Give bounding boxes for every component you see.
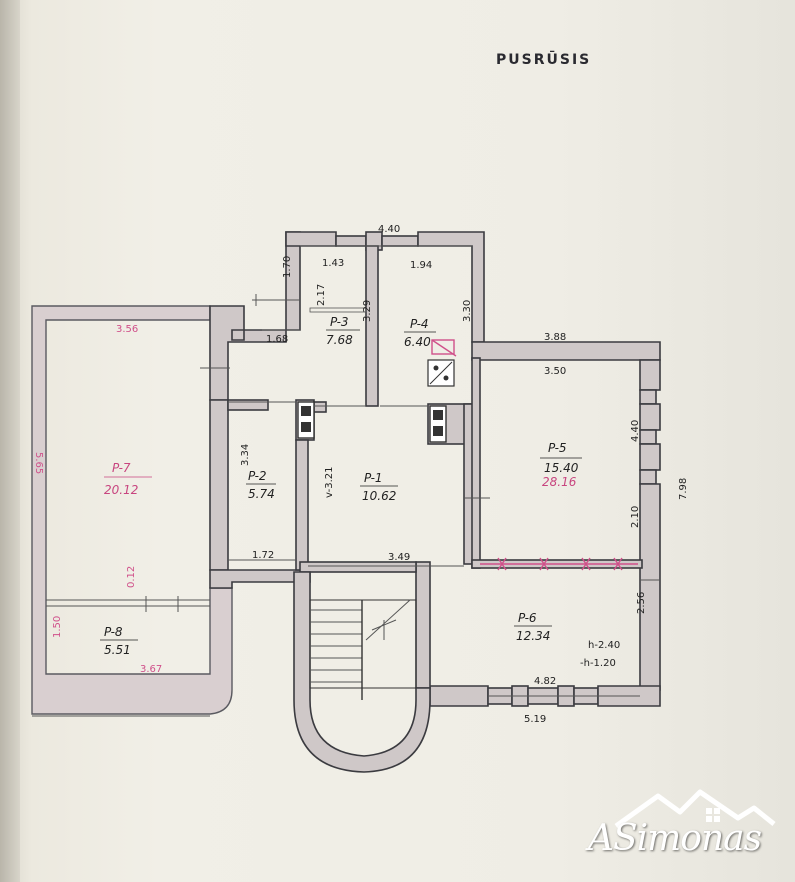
dim-3-67: 3.67 <box>140 664 162 675</box>
dim-1-94: 1.94 <box>410 260 432 271</box>
room-p6-area: 12.34 <box>516 629 550 643</box>
dim-3-49: 3.49 <box>388 552 410 563</box>
dim-3-30: 3.30 <box>462 300 473 322</box>
room-p1-name: P-1 <box>364 471 383 485</box>
annex-p7-p8 <box>31 305 233 717</box>
dimension-lines <box>145 245 660 697</box>
dim-2-10: 2.10 <box>630 506 641 528</box>
dim-1-43: 1.43 <box>322 258 344 269</box>
room-p2-area: 5.74 <box>248 487 275 501</box>
dim-5-65: 5.65 <box>33 452 44 474</box>
room-p5-area: 15.40 <box>544 461 579 475</box>
room-p6-name: P-6 <box>518 611 537 625</box>
house-roof-icon <box>614 789 776 828</box>
room-p5-name: P-5 <box>548 441 567 455</box>
room-p3-area: 7.68 <box>326 333 353 347</box>
room-p4-name: P-4 <box>410 317 429 331</box>
dim-3-34: 3.34 <box>240 444 251 466</box>
main-walls <box>209 231 661 707</box>
dim-4-40: 4.40 <box>378 224 400 235</box>
pink-marks <box>431 339 638 571</box>
room-p1-area: 10.62 <box>362 489 396 503</box>
chimney-blocks <box>297 359 455 443</box>
room-p5-area-alt: 28.16 <box>542 475 577 489</box>
dimension-labels: 4.40 1.70 1.43 1.94 2.17 3.29 3.30 1.68 … <box>33 224 689 725</box>
room-p6-note-2: -h-1.20 <box>580 658 616 669</box>
room-p4-area: 6.40 <box>404 335 431 349</box>
room-p7-name: P-7 <box>112 461 131 475</box>
dim-3-29: 3.29 <box>362 300 373 322</box>
dim-v-3-21: v-3.21 <box>324 466 335 498</box>
room-p8-name: P-8 <box>104 625 123 639</box>
stairwell <box>293 571 431 773</box>
room-labels: P-3 7.68 P-4 6.40 P-2 5.74 P-1 10.62 P-5… <box>100 315 620 669</box>
dim-3-88: 3.88 <box>544 332 566 343</box>
dim-1-68: 1.68 <box>266 334 288 345</box>
asimonas-logo: ASimonas <box>588 788 778 862</box>
room-p7-area: 20.12 <box>104 483 138 497</box>
dim-4-40-b: 4.40 <box>630 420 641 442</box>
room-p8-area: 5.51 <box>104 643 131 657</box>
dim-2-17: 2.17 <box>316 284 327 306</box>
dim-5-19: 5.19 <box>524 714 546 725</box>
room-p6-note-1: h-2.40 <box>588 640 620 651</box>
binding-edge <box>0 0 20 882</box>
room-p2-name: P-2 <box>248 469 267 483</box>
dim-7-98: 7.98 <box>678 478 689 500</box>
dim-2-56: 2.56 <box>636 592 647 614</box>
dim-3-56: 3.56 <box>116 324 138 335</box>
room-p3-name: P-3 <box>330 315 349 329</box>
dim-4-82: 4.82 <box>534 676 556 687</box>
dim-1-70: 1.70 <box>282 256 293 278</box>
logo-wordmark: ASimonas <box>588 818 762 859</box>
dim-0-12: 0.12 <box>126 566 137 588</box>
dim-1-72: 1.72 <box>252 550 274 561</box>
dim-1-50: 1.50 <box>52 616 63 638</box>
dim-3-50: 3.50 <box>544 366 566 377</box>
plan-title: PUSRŪSIS <box>496 50 591 68</box>
